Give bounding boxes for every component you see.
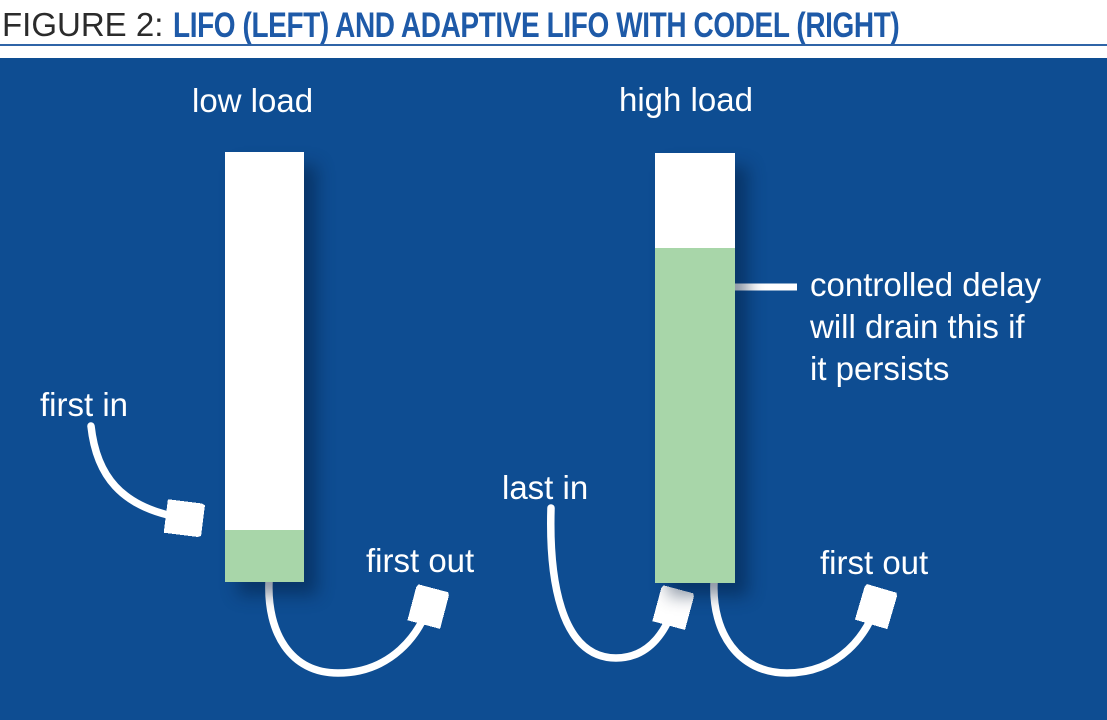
figure-caption: LIFO (LEFT) AND ADAPTIVE LIFO WITH CODEL… <box>173 6 900 45</box>
callout-line-2: will drain this if <box>810 308 1025 345</box>
left-load-label: low load <box>192 82 314 119</box>
first-in-arrow <box>87 422 190 519</box>
left-queue-column <box>225 152 304 582</box>
right-load-label: high load <box>619 81 753 118</box>
callout-line-1: controlled delay <box>810 266 1042 303</box>
title-divider <box>0 44 1107 46</box>
callout-text: controlled delay will drain this if it p… <box>810 264 1041 390</box>
callout-line-3: it persists <box>810 350 950 387</box>
figure-number-label: FIGURE 2: <box>2 6 164 43</box>
last-in-arrow <box>547 504 675 662</box>
right-queue-column <box>655 153 735 583</box>
left-first-out-arrow <box>265 578 430 677</box>
right-queue-fill <box>655 247 735 583</box>
figure-title: FIGURE 2:LIFO (LEFT) AND ADAPTIVE LIFO W… <box>2 6 1081 45</box>
first-in-label: first in <box>40 386 129 423</box>
left-first-out-label: first out <box>366 542 475 579</box>
left-queue-fill <box>225 530 304 582</box>
last-in-label: last in <box>502 469 589 506</box>
right-first-out-arrow <box>710 579 878 677</box>
right-first-out-label: first out <box>820 544 929 581</box>
diagram-panel: low load high load first in first out la… <box>0 58 1107 720</box>
arrows-layer <box>87 283 1107 677</box>
